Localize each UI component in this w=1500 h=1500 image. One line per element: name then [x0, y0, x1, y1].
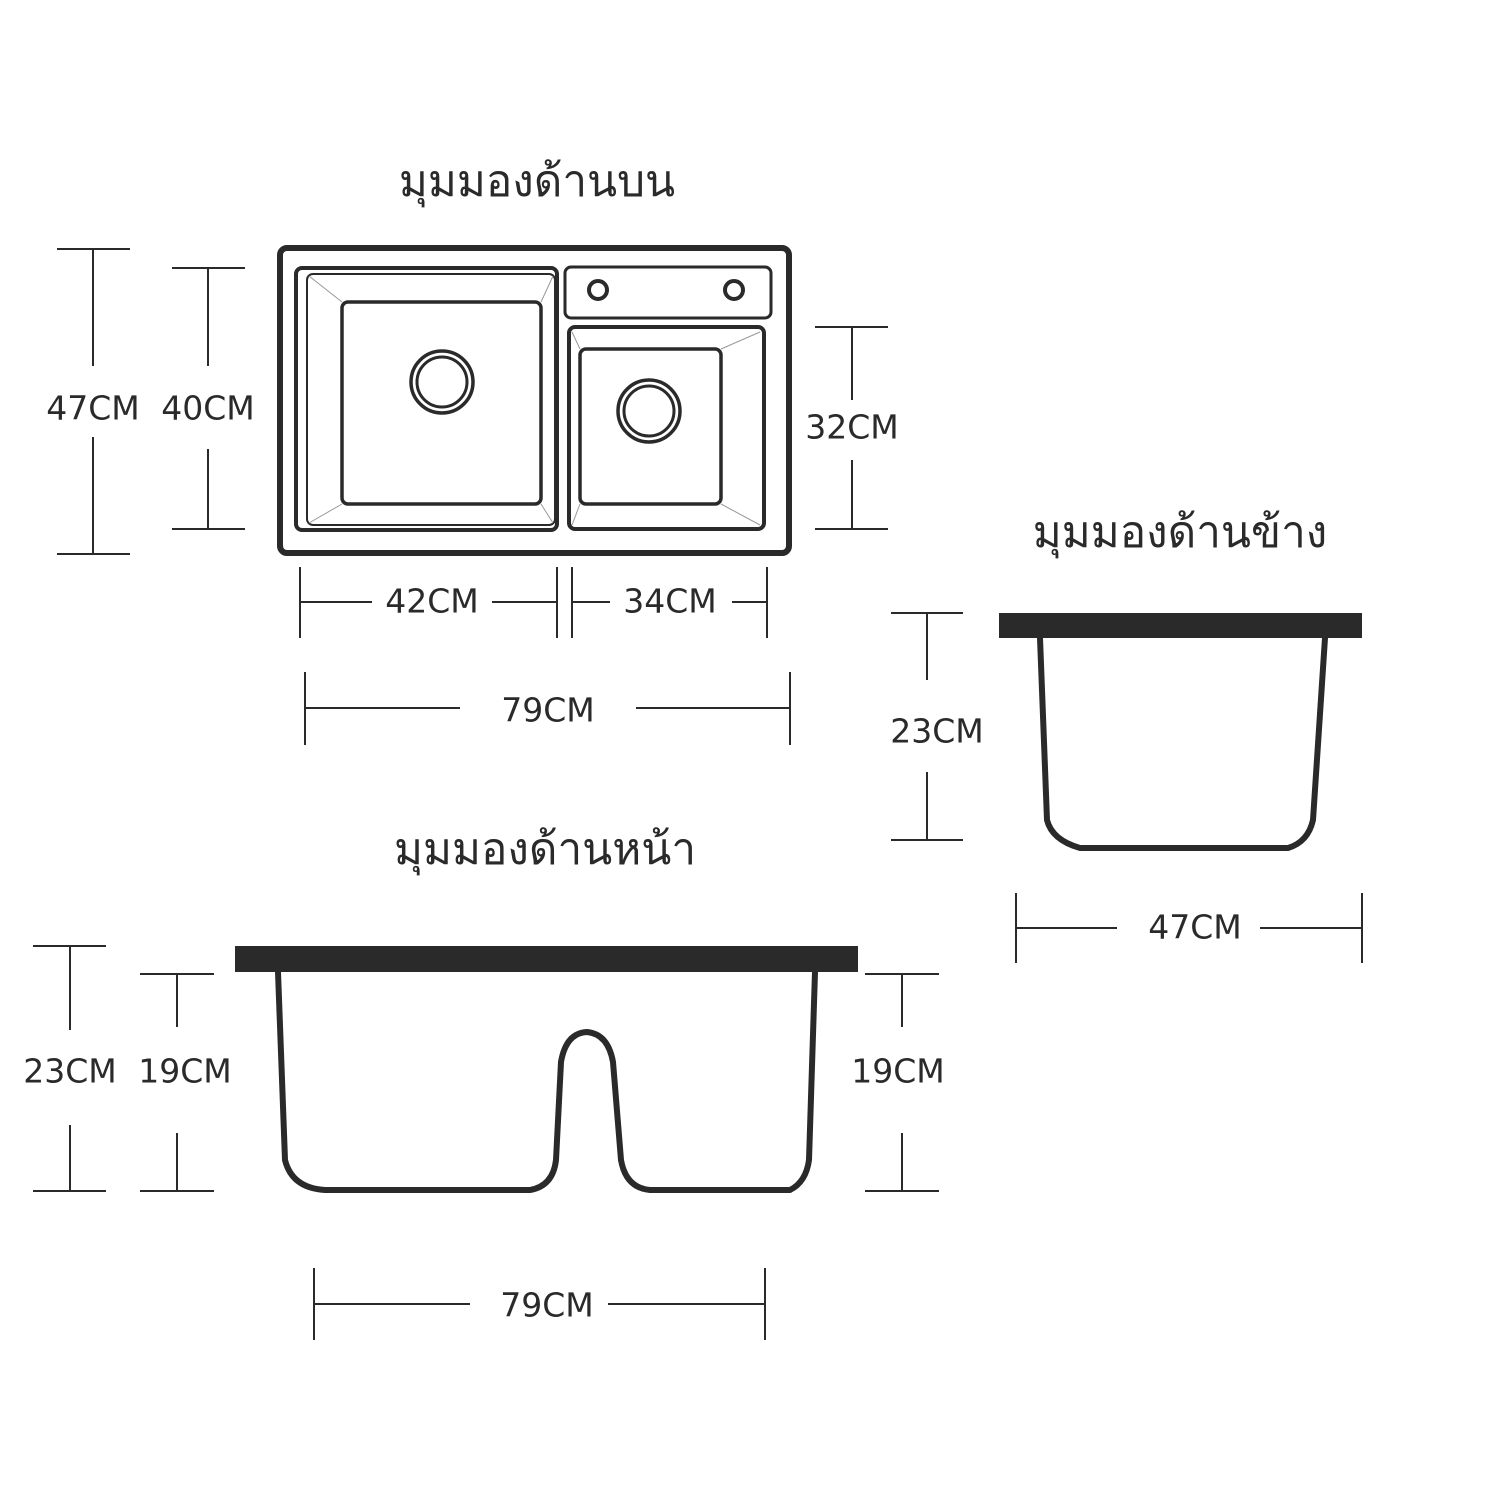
dim-small-basin-width: 34CM: [571, 567, 768, 638]
faucet-deck: [563, 265, 773, 320]
dim-label: 40CM: [161, 389, 255, 428]
small-drain-icon: [616, 378, 682, 444]
dim-label: 79CM: [501, 691, 595, 730]
large-drain-icon: [409, 349, 475, 415]
side-view-title: มุมมองด้านข้าง: [1033, 507, 1328, 559]
dim-overall-depth: 47CM: [46, 248, 140, 555]
dim-label: 19CM: [138, 1052, 232, 1091]
side-view-sink: [999, 613, 1362, 851]
dim-front-basin-height-left: 19CM: [138, 973, 232, 1192]
dim-front-overall-height: 23CM: [23, 945, 117, 1192]
small-basin: [567, 325, 766, 531]
dim-label: 47CM: [1148, 908, 1242, 947]
faucet-hole-icon: [723, 279, 745, 301]
dim-label: 79CM: [500, 1286, 594, 1325]
dim-small-basin-depth: 32CM: [805, 326, 899, 530]
top-view-title: มุมมองด้านบน: [399, 156, 675, 208]
dim-side-height: 23CM: [890, 612, 984, 841]
front-view-sink: [235, 946, 858, 1193]
front-view-title: มุมมองด้านหน้า: [394, 824, 696, 876]
dim-basin-depth: 40CM: [161, 267, 255, 530]
dim-overall-width: 79CM: [304, 672, 791, 745]
top-view-sink: [277, 245, 792, 556]
dim-large-basin-width: 42CM: [299, 567, 558, 638]
dim-front-overall-width: 79CM: [313, 1268, 766, 1340]
dim-label: 42CM: [385, 582, 479, 621]
dim-front-basin-height-right: 19CM: [851, 973, 945, 1192]
large-basin: [294, 266, 559, 532]
dim-side-depth: 47CM: [1015, 893, 1363, 963]
dim-label: 47CM: [46, 389, 140, 428]
dim-label: 23CM: [23, 1052, 117, 1091]
dim-label: 23CM: [890, 712, 984, 751]
dim-label: 34CM: [623, 582, 717, 621]
faucet-hole-icon: [587, 279, 609, 301]
dim-label: 19CM: [851, 1052, 945, 1091]
dim-label: 32CM: [805, 408, 899, 447]
